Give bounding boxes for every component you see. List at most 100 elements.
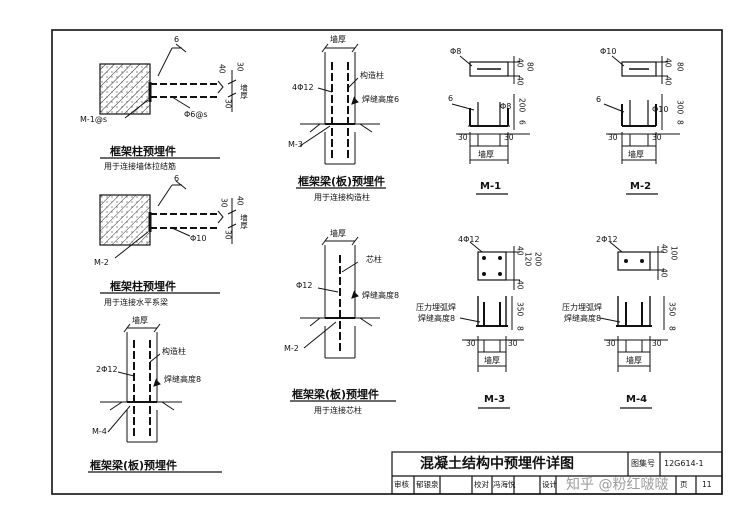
bar-label: Φ10	[190, 234, 207, 243]
weld-height-label: 焊缝高度8	[418, 314, 456, 323]
note: 用于连接水平系梁	[104, 298, 168, 307]
dim-label: 40	[663, 58, 673, 68]
sheet-border	[51, 29, 723, 495]
drawing-title: 混凝土结构中预埋件详图	[420, 456, 574, 472]
weld-height-label: 焊缝高度6	[362, 95, 400, 104]
bar-label: Φ8	[450, 47, 462, 56]
dim-label: 40	[217, 64, 227, 74]
dim-label: 200	[517, 98, 527, 113]
checker-name: 冯海悦	[493, 480, 516, 489]
heading: 框架梁(板)预埋件	[298, 175, 386, 188]
dim-label: 40	[663, 76, 673, 86]
weld-height-label: 焊缝高度8	[362, 291, 400, 300]
plate-label: M-1@s	[80, 115, 108, 124]
weld-size-label: 6	[174, 174, 180, 183]
plate-label: M-4	[92, 427, 107, 436]
dim-label: 30	[608, 133, 618, 142]
column-label: 构造柱	[162, 347, 186, 356]
detail-m2	[603, 55, 680, 164]
wall-thickness-label: 墙厚	[628, 150, 644, 159]
dim-label: 8	[675, 120, 685, 125]
dim-label: 30	[508, 339, 518, 348]
atlas-number: 12G614-1	[664, 459, 704, 468]
weld-size-label: 6	[596, 95, 602, 104]
column-label: 芯柱	[366, 255, 382, 264]
dim-label: 80	[525, 62, 535, 72]
plate-label: M-2	[284, 344, 299, 353]
dim-label: 80	[675, 62, 685, 72]
reviewer-name: 郁银泉	[416, 480, 439, 489]
wall-thickness-label: 墙厚	[330, 35, 346, 44]
bars-label: Φ12	[296, 281, 313, 290]
bar-label: Φ8	[500, 102, 512, 111]
column-label: 构造柱	[360, 71, 384, 80]
plate-label: M-3	[288, 140, 303, 149]
part-mark: M-1	[480, 181, 502, 192]
page-number: 11	[702, 480, 712, 489]
atlas-label: 图集号	[631, 459, 655, 468]
dim-label: 30	[606, 339, 616, 348]
dim-label: 350	[515, 302, 525, 317]
wall-thickness-label: 墙厚	[132, 316, 148, 325]
dim-label: 30	[652, 339, 662, 348]
note: 用于连接墙体拉结筋	[104, 162, 176, 171]
dim-label: 40	[515, 246, 525, 256]
heading-underlines	[88, 157, 658, 473]
bar-label: Φ10	[600, 47, 617, 56]
heading: 框架柱预埋件	[110, 280, 176, 293]
note: 用于连接构造柱	[314, 193, 370, 202]
dim-label: 120	[523, 252, 533, 267]
weld-height-label: 焊缝高度8	[564, 314, 602, 323]
dim-label: 30	[219, 198, 229, 208]
title-block-lines	[391, 451, 723, 495]
detail-m3	[459, 241, 524, 372]
bars-label: 2Φ12	[96, 365, 118, 374]
heading: 框架柱预埋件	[110, 145, 176, 158]
dim-label: 40	[515, 280, 525, 290]
weld-height-label: 焊缝高度8	[164, 375, 202, 384]
dim-label: 30	[504, 133, 514, 142]
dim-label: 40	[659, 244, 669, 254]
bars-label: 2Φ12	[596, 235, 618, 244]
bars-label: 4Φ12	[292, 83, 314, 92]
weld-size-label: 6	[174, 35, 180, 44]
detail-column-tie	[99, 43, 237, 119]
dim-label: 6	[517, 120, 527, 125]
weld-type-label: 压力埋弧焊	[416, 303, 456, 312]
dim-label: 100	[669, 246, 679, 261]
dim-label: 30	[458, 133, 468, 142]
weld-size-label: 6	[448, 94, 454, 103]
note: 用于连接芯柱	[314, 406, 362, 415]
dim-label: 30	[223, 99, 233, 109]
detail-beam-core	[300, 236, 380, 359]
dim-label: 350	[667, 302, 677, 317]
dim-label: 40	[235, 196, 245, 206]
detail-beam-constructional	[299, 43, 380, 165]
part-mark: M-3	[484, 394, 506, 405]
watermark-text: 知乎 @粉红啵啵	[566, 477, 669, 493]
part-mark: M-4	[626, 394, 648, 405]
review-label: 审核	[394, 480, 409, 489]
detail-m1	[451, 55, 530, 164]
detail-m4	[599, 241, 668, 372]
plate-label: M-2	[94, 258, 109, 267]
bar-label: Φ6@s	[184, 110, 208, 119]
dim-label: 30	[223, 230, 233, 240]
detail-column-beam	[99, 180, 237, 259]
dim-label: 30	[466, 339, 476, 348]
dim-label: 墙厚	[239, 214, 249, 229]
dim-label: 8	[667, 326, 677, 331]
bars-label: 4Φ12	[458, 235, 480, 244]
bar-label: Φ10	[652, 105, 669, 114]
wall-thickness-label: 墙厚	[478, 150, 494, 159]
weld-type-label: 压力埋弧焊	[562, 303, 602, 312]
dim-label: 40	[515, 58, 525, 68]
dim-label: 30	[235, 62, 245, 72]
wall-thickness-label: 墙厚	[626, 356, 642, 365]
wall-thickness-label: 墙厚	[484, 356, 500, 365]
dim-label: 8	[515, 326, 525, 331]
dim-label: 墙厚	[239, 84, 249, 99]
dim-label: 200	[533, 252, 543, 267]
